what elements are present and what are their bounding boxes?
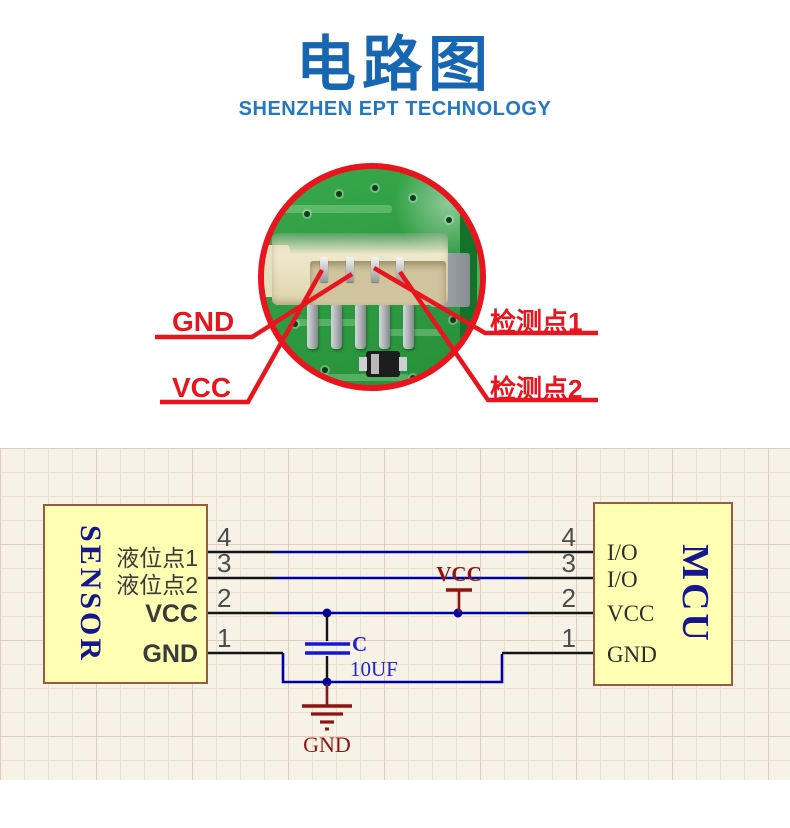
mcu-pin-number-3: 3	[561, 548, 576, 578]
mcu-title: MCU	[674, 544, 717, 644]
via-hole	[322, 367, 328, 373]
sensor-pin-number-3: 3	[217, 548, 232, 578]
vcc-net-label: VCC	[436, 562, 482, 586]
smd-pad	[399, 357, 407, 371]
mcu-pin-label-1: GND	[607, 642, 657, 667]
mcu-pin-number-4: 4	[561, 522, 576, 552]
solder-tail	[403, 303, 414, 349]
sensor-pin-label-4: 液位点1	[116, 545, 198, 571]
capacitor-value: 10UF	[350, 657, 398, 681]
connector-pin-3	[371, 257, 379, 282]
pcb-trace	[282, 205, 392, 213]
solder-tail	[355, 303, 366, 349]
mcu-pin-label-2: VCC	[607, 601, 655, 626]
pcb-trace	[384, 329, 444, 336]
sensor-block: SENSOR 液位点1 液位点2 VCC GND	[43, 504, 208, 684]
solder-tail	[307, 303, 318, 349]
connector-pin-4	[396, 257, 404, 282]
wire-gnd	[281, 653, 504, 684]
via-hole	[446, 217, 452, 223]
sensor-pin-number-1: 1	[217, 623, 232, 653]
pcb-edge-strip	[477, 169, 480, 385]
gnd-net-label: GND	[303, 732, 351, 757]
via-hole	[304, 211, 310, 217]
mcu-pin-number-2: 2	[561, 583, 576, 613]
hero-section: 电路图 SHENZHEN EPT TECHNOLOGY	[155, 31, 598, 405]
schematic-section: SENSOR 液位点1 液位点2 VCC GND MCU I/O I/O VCC…	[0, 448, 790, 780]
gnd-power-symbol	[302, 684, 352, 731]
page-subtitle: SHENZHEN EPT TECHNOLOGY	[238, 98, 552, 120]
via-hole	[372, 185, 378, 191]
pcb-photo-circle	[258, 163, 486, 391]
via-hole	[450, 317, 456, 323]
via-hole	[410, 375, 416, 381]
sensor-pin-label-2: VCC	[145, 600, 198, 628]
vcc-power-symbol	[446, 588, 472, 612]
solder-tail	[379, 303, 390, 349]
smd-diode	[359, 351, 407, 377]
sensor-pin-label-1: GND	[142, 640, 198, 668]
smd-diode-stripe	[371, 354, 379, 374]
gnd-callout-label: GND	[172, 306, 235, 337]
sensor-pin-number-2: 2	[217, 583, 232, 613]
connector-pin-2	[346, 257, 354, 282]
page-title: 电路图	[296, 31, 494, 98]
detect-point-1-label: 检测点1	[490, 307, 583, 337]
smd-pad	[359, 357, 367, 371]
mcu-pin-label-3: I/O	[607, 567, 638, 592]
via-hole	[410, 195, 416, 201]
capacitor-designator: C	[352, 632, 368, 656]
sensor-title: SENSOR	[74, 524, 108, 664]
mcu-block: MCU I/O I/O VCC GND	[593, 502, 733, 686]
sensor-pin-number-4: 4	[217, 522, 232, 552]
solder-tail	[331, 303, 342, 349]
pcb-trace	[294, 319, 364, 326]
connector-pin-1	[320, 257, 328, 282]
capacitor-symbol	[305, 615, 350, 680]
sensor-title-wrap: SENSOR	[59, 506, 121, 682]
vcc-callout-label: VCC	[172, 372, 232, 403]
detect-point-2-label: 检测点2	[490, 374, 583, 404]
mcu-title-wrap: MCU	[665, 504, 725, 684]
mcu-pin-label-4: I/O	[607, 540, 638, 565]
schematic-wires-svg	[208, 550, 593, 731]
via-hole	[336, 191, 342, 197]
net-wires	[274, 550, 527, 684]
sensor-pin-label-3: 液位点2	[116, 572, 198, 598]
mcu-pin-number-1: 1	[561, 623, 576, 653]
via-hole	[292, 321, 298, 327]
pin-stubs	[208, 550, 593, 655]
pcb-trace	[319, 374, 409, 381]
junction-dots	[322, 608, 463, 687]
